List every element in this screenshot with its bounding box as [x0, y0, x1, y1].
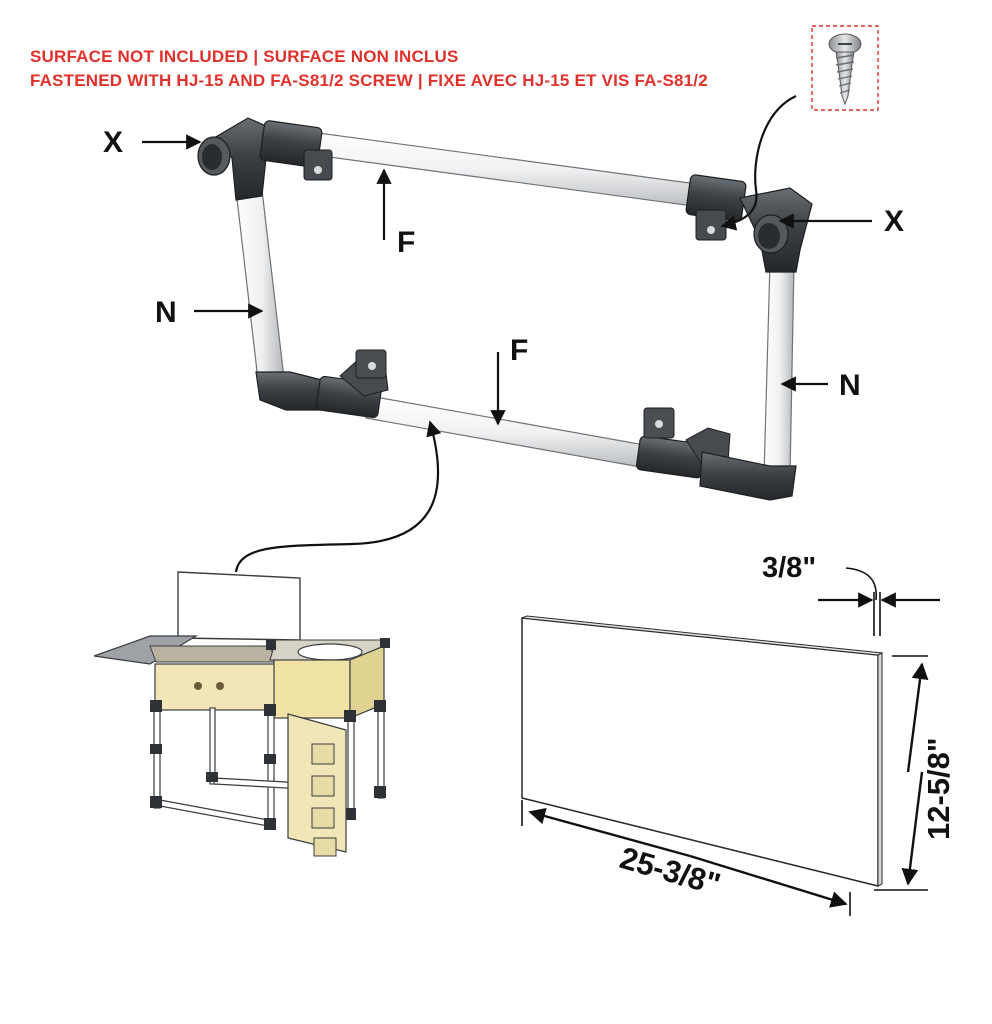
label-x-right: X [884, 205, 904, 238]
camp-kitchen-illustration [93, 571, 390, 857]
label-n-right: N [839, 369, 861, 402]
screw-callout-line [720, 95, 797, 231]
height-dimension: 12-5/8" [874, 655, 956, 891]
cabinet-back-panel [177, 571, 301, 641]
cabinet-callout-line [234, 420, 442, 573]
thickness-dimension: 3/8" [762, 552, 940, 636]
surface-note-line-2: FASTENED WITH HJ-15 AND FA-S81/2 SCREW |… [30, 71, 708, 90]
pipe-frame [197, 117, 813, 501]
screw-inset-box [811, 25, 879, 111]
height-label: 12-5/8" [921, 737, 956, 840]
surface-panel-diagram: 3/8" 12-5/8" 25-3/8" [521, 552, 956, 916]
label-x-left: X [103, 126, 123, 159]
cabinet-side-table [93, 635, 199, 665]
surface-panel [521, 617, 879, 887]
label-f-top: F [397, 226, 415, 259]
bottom-rail-pipe [365, 395, 651, 469]
callout-x-left: X [103, 126, 202, 159]
screw-icon [828, 33, 862, 106]
callout-n-left: N [155, 296, 264, 329]
top-rail-pipe [291, 129, 713, 209]
callout-x-right: X [778, 205, 904, 238]
top-left-corner-fitting [197, 117, 333, 201]
label-n-left: N [155, 296, 177, 329]
bottom-left-corner-fitting [255, 349, 389, 419]
callout-f-bottom: F [490, 334, 528, 426]
callout-f-top: F [376, 168, 415, 259]
surface-note-line-1: SURFACE NOT INCLUDED | SURFACE NON INCLU… [30, 47, 459, 66]
top-right-corner-fitting [685, 174, 813, 273]
screw-inset [720, 25, 879, 231]
cabinet-drawer [154, 663, 276, 711]
bottom-right-corner-fitting [636, 407, 797, 501]
callout-n-right: N [780, 369, 861, 402]
right-post-pipe [763, 261, 795, 477]
thickness-label: 3/8" [762, 552, 816, 584]
label-f-bottom: F [510, 334, 528, 367]
left-post-pipe [235, 189, 285, 381]
cabinet-sink-box [273, 659, 351, 719]
